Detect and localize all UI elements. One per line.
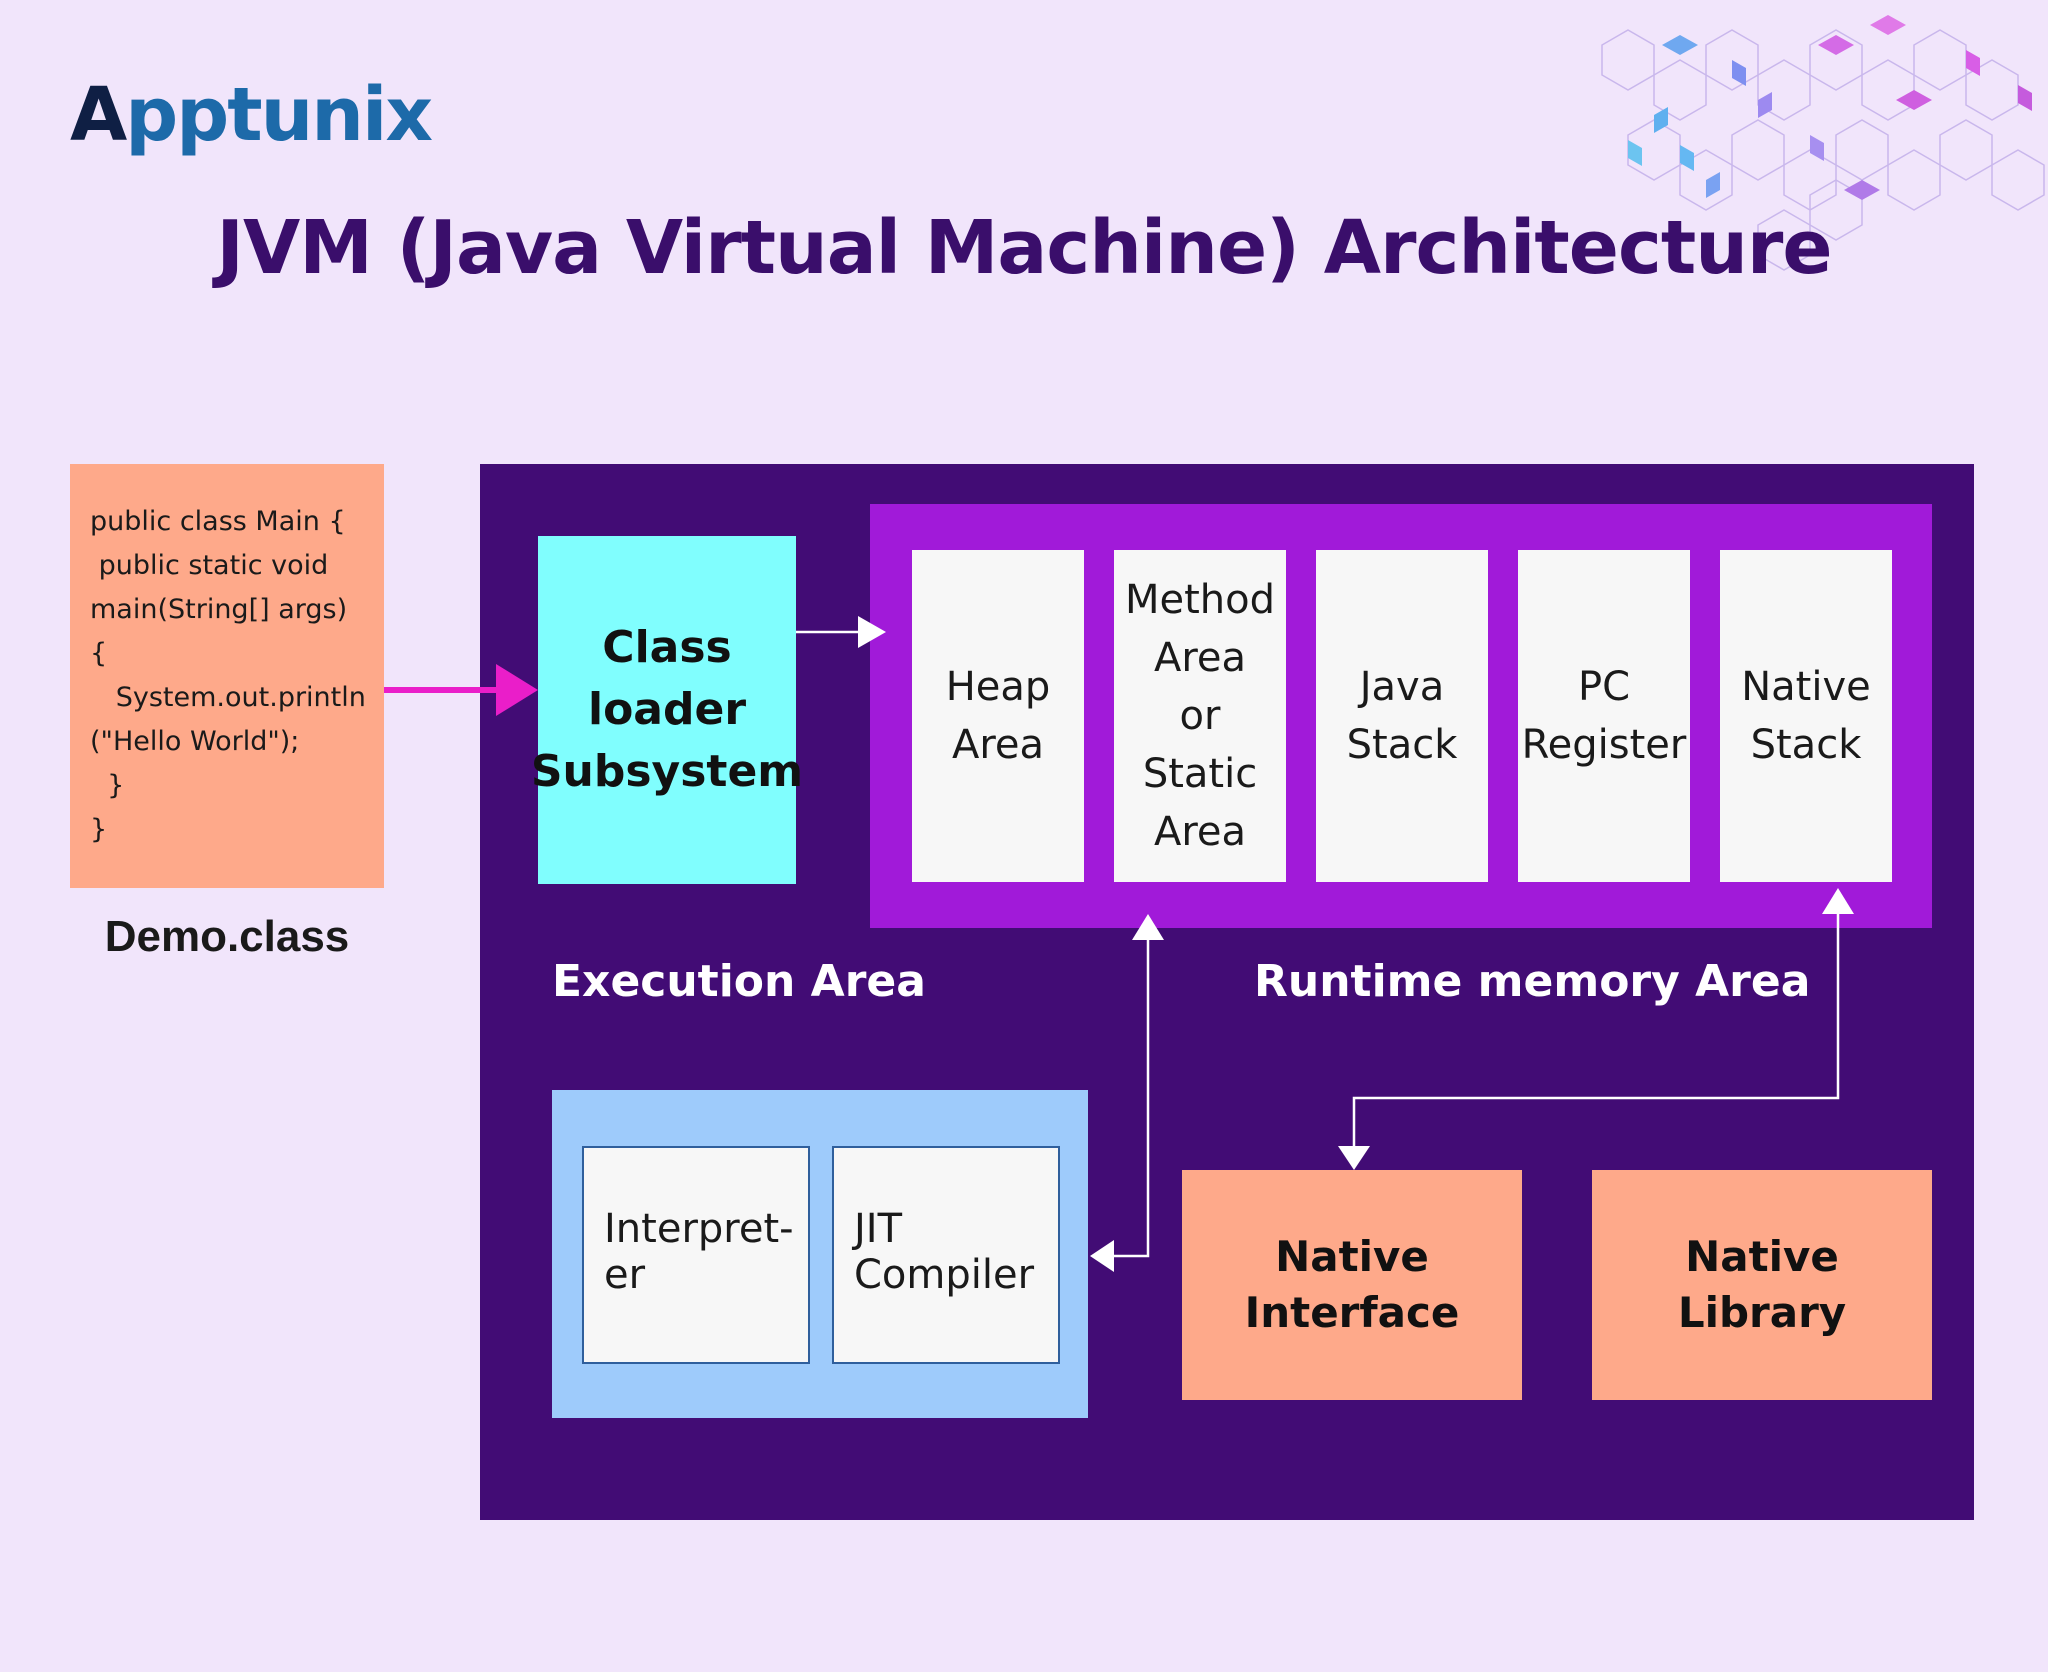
logo-letter-a: A [70,72,127,158]
pc-register-line: Register [1521,722,1687,768]
runtime-memory-area-label: Runtime memory Area [1254,956,1811,1007]
java-stack-block: Java Stack [1316,550,1488,882]
jit-compiler-line: JIT [854,1206,903,1252]
java-stack-line: Stack [1346,722,1458,768]
code-line: System.out.println [90,682,366,713]
heap-area-line: Area [951,722,1045,768]
jit-compiler-block: JIT Compiler [832,1146,1060,1364]
code-line: } [90,770,125,801]
class-loader-subsystem: Class loader Subsystem [531,536,803,884]
code-line: ("Hello World"); [90,726,300,757]
diagram-title: JVM (Java Virtual Machine) Architecture [216,205,1832,291]
demo-class-label: Demo.class [104,912,350,961]
pc-register-line: PC [1577,664,1631,710]
code-line: } [90,814,108,845]
java-stack-line: Java [1359,664,1445,710]
method-area-line: Area [1153,635,1247,681]
interpreter-line: Interpret- [604,1206,794,1252]
class-loader-line: loader [587,684,747,735]
native-library-block: Native Library [1592,1170,1932,1400]
class-loader-line: Class [602,622,732,673]
method-area-line: Method [1124,577,1276,623]
code-line: public class Main { [90,506,346,537]
method-area-line: or [1179,693,1221,739]
interpreter-line: er [604,1252,646,1298]
hexagon-pattern-decoration [1601,15,2045,271]
pc-register-block: PC Register [1518,550,1690,882]
execution-area-label: Execution Area [552,956,926,1007]
code-line: { [90,638,108,669]
interpreter-block: Interpret- er [582,1146,810,1364]
method-area-line: Static [1142,751,1258,797]
source-code-box: public class Main { public static void m… [70,464,384,888]
jit-compiler-line: Compiler [854,1252,1035,1298]
native-stack-line: Native [1741,664,1871,710]
native-library-line: Library [1677,1288,1847,1337]
native-stack-to-interface-arrow [1338,888,1854,1170]
heap-area-block: Heap Area [912,550,1084,882]
native-stack-line: Stack [1750,722,1862,768]
method-area-block: Method Area or Static Area [1114,550,1286,882]
native-stack-block: Native Stack [1720,550,1892,882]
native-interface-block: Native Interface [1182,1170,1522,1400]
native-interface-line: Native [1275,1232,1429,1281]
class-loader-line: Subsystem [530,746,804,797]
logo-wordmark: pptunix [125,72,433,158]
code-line: main(String[] args) [90,594,348,625]
native-interface-line: Interface [1244,1288,1460,1337]
method-area-line: Area [1153,809,1247,855]
code-line: public static void [90,550,329,581]
engine-to-method-area-arrow [1090,914,1164,1272]
heap-area-line: Heap [945,664,1051,710]
code-to-classloader-arrow [384,664,538,716]
native-library-line: Native [1685,1232,1839,1281]
classloader-to-memory-arrow [796,616,886,648]
